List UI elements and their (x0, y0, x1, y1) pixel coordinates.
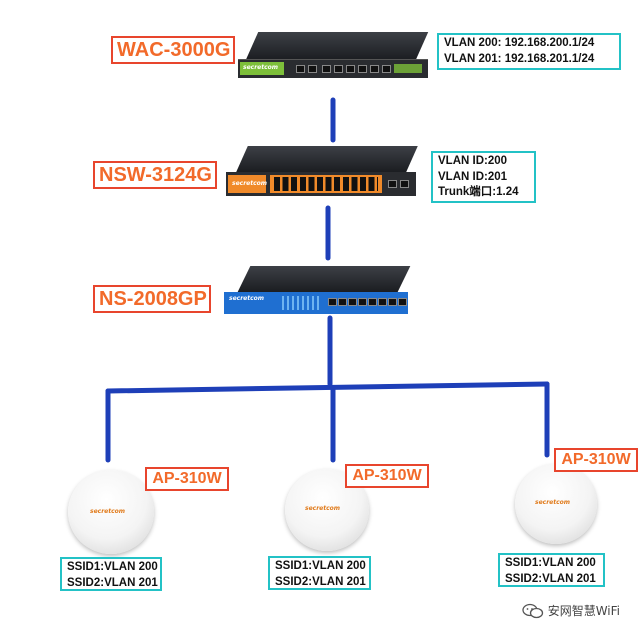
ap-2-ssid-box: SSID1:VLAN 200 SSID2:VLAN 201 (268, 556, 371, 590)
controller-vlan-box: VLAN 200: 192.168.200.1/24 VLAN 201: 192… (437, 33, 621, 70)
ap-brand: secretcom (90, 508, 126, 515)
controller-model-label: WAC-3000G (111, 36, 235, 64)
core-switch-model-label: NSW-3124G (93, 161, 217, 189)
watermark: 安网智慧WiFi (522, 602, 620, 620)
ap-1-model-label: AP-310W (145, 467, 229, 491)
poe-switch-brand: secretcom (229, 295, 265, 302)
controller-vlan-line: VLAN 200: 192.168.200.1/24 (444, 37, 595, 49)
ap-ssid-line: SSID1:VLAN 200 (275, 560, 366, 572)
core-switch-vlan-box: VLAN ID:200 VLAN ID:201 Trunk端口:1.24 (431, 151, 536, 203)
ap-3-model-label: AP-310W (554, 448, 638, 472)
ap-ssid-line: SSID2:VLAN 201 (67, 576, 158, 589)
poe-switch-model-label: NS-2008GP (93, 285, 211, 313)
poe-switch-device: secretcom (224, 266, 411, 314)
ap-brand: secretcom (305, 505, 341, 512)
ap-2-model-label: AP-310W (345, 464, 429, 488)
access-point-1: secretcom (68, 470, 154, 554)
ap-3-ssid-box: SSID1:VLAN 200 SSID2:VLAN 201 (498, 553, 605, 587)
ap-ssid-line: SSID2:VLAN 201 (275, 575, 366, 588)
ap-ssid-line: SSID2:VLAN 201 (505, 572, 596, 585)
controller-brand: secretcom (243, 64, 279, 71)
core-switch-brand: secretcom (232, 180, 268, 187)
ap-1-ssid-box: SSID1:VLAN 200 SSID2:VLAN 201 (60, 557, 162, 591)
wechat-icon (522, 603, 543, 619)
ap-ssid-line: SSID1:VLAN 200 (67, 561, 158, 573)
ap-brand: secretcom (535, 499, 571, 506)
watermark-text: 安网智慧WiFi (547, 603, 620, 618)
access-point-3: secretcom (515, 464, 597, 544)
core-switch-vlan-line: VLAN ID:200 (438, 155, 508, 167)
core-switch-trunk-line: Trunk端口:1.24 (438, 186, 519, 198)
link-ap-bus (105, 381, 550, 394)
ap-ssid-line: SSID1:VLAN 200 (505, 557, 596, 569)
controller-device: secretcom (238, 32, 429, 78)
core-switch-device: secretcom (226, 146, 418, 196)
controller-vlan-line: VLAN 201: 192.168.201.1/24 (444, 52, 595, 65)
core-switch-vlan-line: VLAN ID:201 (438, 170, 508, 183)
